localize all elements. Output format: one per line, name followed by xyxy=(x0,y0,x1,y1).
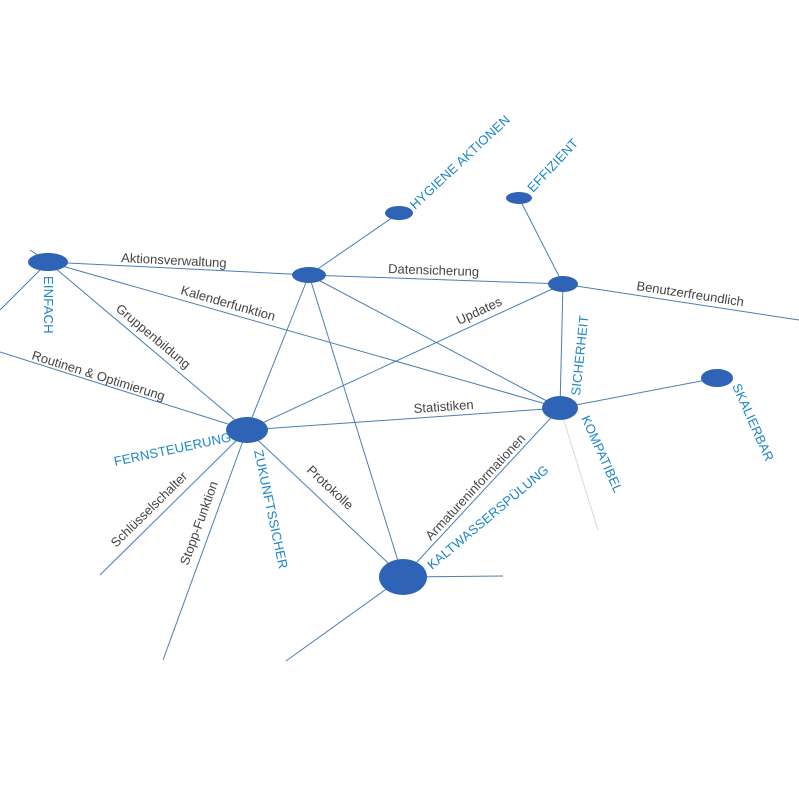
edge-right-fernsteuerung xyxy=(246,283,564,431)
node-kaltwasser xyxy=(379,559,427,595)
nodes xyxy=(28,192,733,595)
label-hygiene: HYGIENE AKTIONEN xyxy=(407,112,513,212)
node-hub-top xyxy=(292,267,326,283)
label-einfach: EINFACH xyxy=(41,276,56,334)
edge-hub-top-sicherheit xyxy=(308,274,561,409)
edge-hub-top-kaltwasser xyxy=(308,274,404,578)
label-benutzerfreundlich: Benutzerfreundlich xyxy=(636,278,745,309)
edge-labels: Aktionsverwaltung Datensicherung Kalende… xyxy=(30,250,745,567)
label-routinen: Routinen & Optimierung xyxy=(30,348,167,404)
edges xyxy=(0,197,799,662)
label-gruppenbildung: Gruppenbildung xyxy=(113,301,194,372)
edge-hub-top-hygiene xyxy=(308,212,400,276)
edge-fernsteuerung-sicherheit xyxy=(246,407,561,431)
node-effizient xyxy=(506,192,532,204)
node-right-hub xyxy=(548,276,578,292)
node-sicherheit xyxy=(542,396,578,420)
edge-right-sicherheit xyxy=(559,283,564,409)
edge-einfach-sicherheit xyxy=(47,261,561,409)
edge-fernsteuerung-schluessel xyxy=(99,429,248,576)
label-schluesselschalter: Schlüsselschalter xyxy=(108,468,191,550)
edge-sicherheit-skalierbar xyxy=(559,377,718,409)
edge-right-benutzerfreundlich xyxy=(562,283,799,321)
node-einfach xyxy=(28,253,68,271)
node-skalierbar xyxy=(701,369,733,387)
edge-fernsteuerung-stopp xyxy=(162,429,248,661)
edge-einfach-hub-top xyxy=(47,261,310,276)
node-fernsteuerung xyxy=(226,417,268,443)
label-protokolle: Protokolle xyxy=(304,462,357,512)
label-kompatibel: KOMPATIBEL xyxy=(578,413,626,495)
label-statistiken: Statistiken xyxy=(413,397,474,416)
node-hygiene xyxy=(385,206,413,220)
edge-hub-top-fernsteuerung xyxy=(246,274,310,431)
label-skalierbar: SKALIERBAR xyxy=(729,381,777,464)
edge-sicherheit-kaltwasser xyxy=(402,407,561,578)
edge-sicherheit-faint xyxy=(559,407,599,531)
label-sicherheit: SICHERHEIT xyxy=(568,314,591,396)
edge-hub-top-right xyxy=(308,274,564,285)
edge-routinen xyxy=(0,351,248,431)
label-datensicherung: Datensicherung xyxy=(388,261,480,279)
edge-right-effizient xyxy=(518,197,564,285)
label-effizient: EFFIZIENT xyxy=(524,135,581,195)
label-zukunftssicher: ZUKUNFTSSICHER xyxy=(251,449,291,571)
edge-kaltwasser-down xyxy=(285,576,404,662)
label-fernsteuerung: FERNSTEUERUNG xyxy=(113,429,233,469)
edge-fernsteuerung-kaltwasser xyxy=(246,429,404,578)
edge-einfach-fernsteuerung xyxy=(47,261,248,431)
label-aktionsverwaltung: Aktionsverwaltung xyxy=(121,250,227,270)
